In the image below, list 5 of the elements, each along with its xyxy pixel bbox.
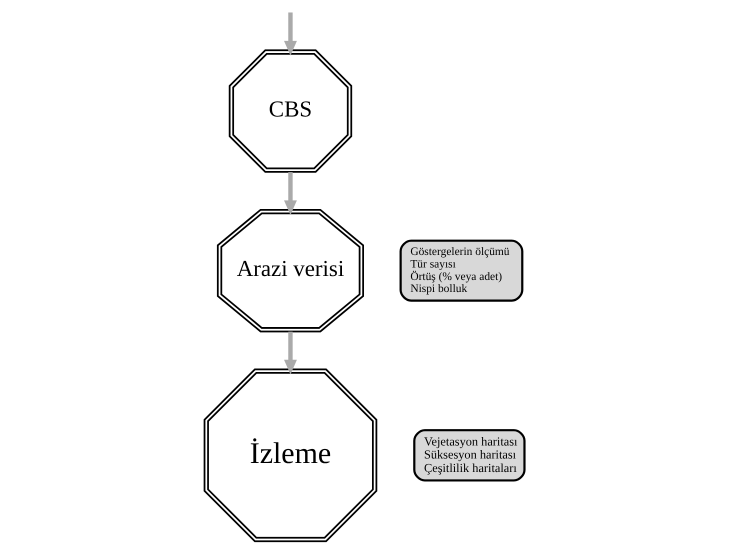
arrow xyxy=(284,332,297,375)
arrow xyxy=(284,172,297,216)
arrow xyxy=(284,12,297,56)
node-box: Vejetasyon haritası Süksesyon haritası Çeşitlilik haritaları xyxy=(413,429,526,482)
node-box: Göstergelerin ölçümü Tür sayısı Örtüş (% veya adet) Nispi bolluk xyxy=(400,240,524,302)
